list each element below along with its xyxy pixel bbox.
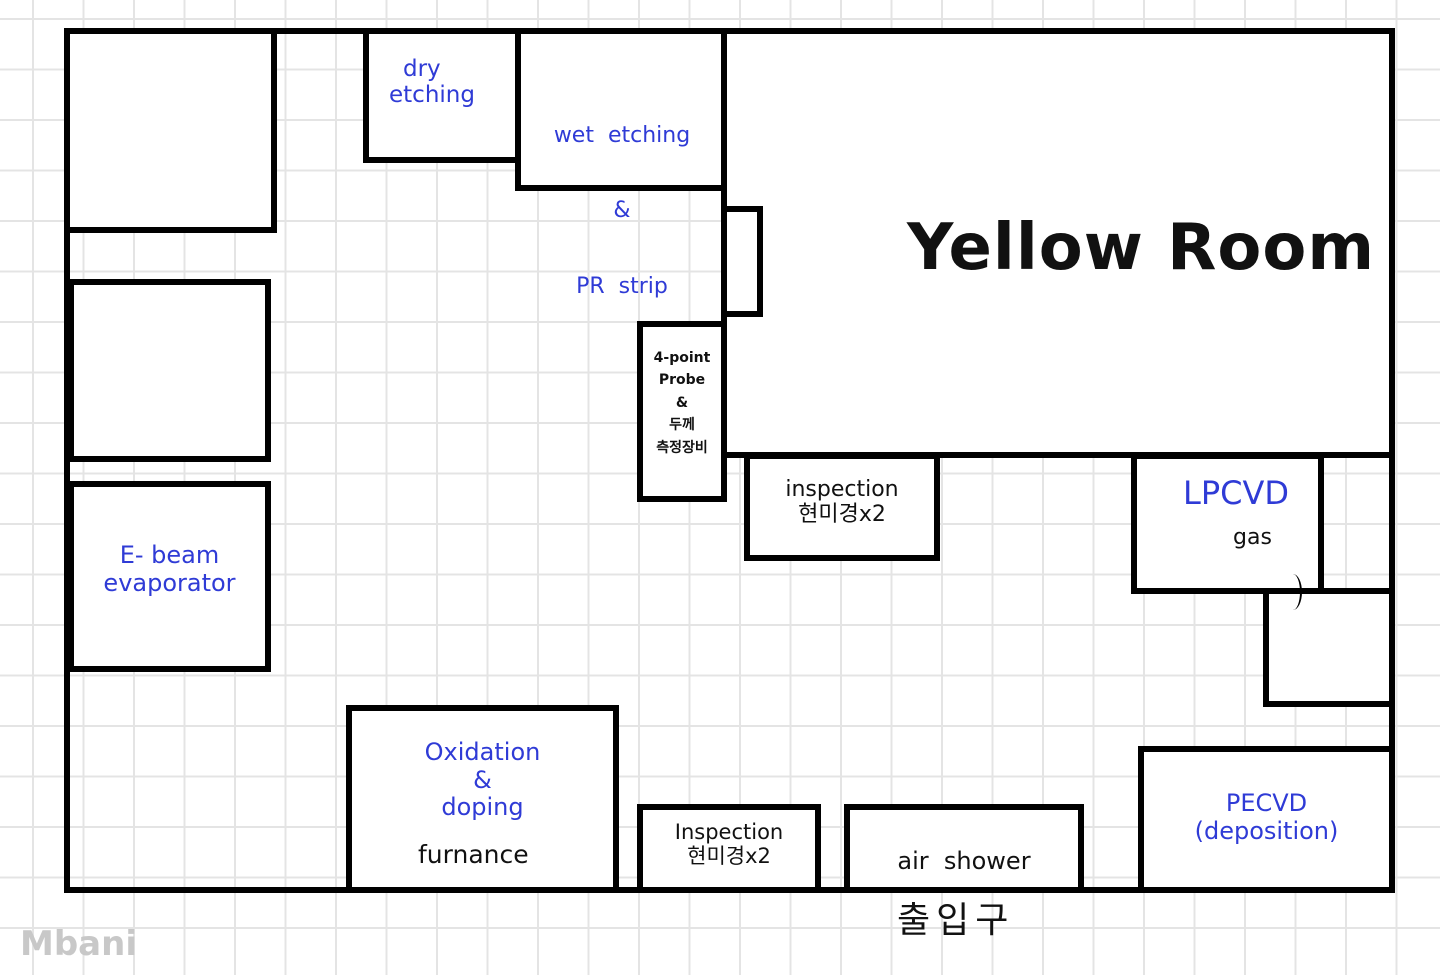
wet-etching-line-3: PR strip bbox=[576, 274, 668, 300]
room-left-middle bbox=[68, 279, 271, 462]
probe-line-4: 두께 bbox=[669, 417, 695, 434]
room-inspection-bottom: Inspection 현미경x2 bbox=[637, 804, 821, 893]
lpcvd-label: LPCVD bbox=[1183, 474, 1289, 512]
four-point-probe-label: 4-point Probe & 두께 측정장비 bbox=[643, 347, 721, 459]
entrance-label: 출입구 bbox=[897, 900, 1015, 941]
room-lpcvd: LPCVD gas bbox=[1131, 453, 1324, 594]
oxidation-line-3: doping bbox=[441, 793, 524, 822]
room-dry-etching: dry etching bbox=[363, 28, 522, 163]
oxidation-line-1: Oxidation bbox=[424, 738, 541, 766]
room-four-point-probe: 4-point Probe & 두께 측정장비 bbox=[637, 321, 727, 502]
inspection-bottom-label: Inspection 현미경x2 bbox=[643, 820, 815, 868]
ebeam-label-line-2: evaporator bbox=[103, 568, 236, 597]
inspection-bottom-line-2: 현미경x2 bbox=[687, 844, 771, 869]
ebeam-label: E- beam evaporator bbox=[74, 541, 265, 597]
room-oxidation-furnace: Oxidation & doping furnance bbox=[346, 705, 619, 893]
pecvd-line-2: (deposition) bbox=[1194, 816, 1339, 845]
watermark: Mbani bbox=[20, 924, 137, 964]
probe-line-2: Probe bbox=[658, 372, 706, 389]
room-air-shower: air shower bbox=[844, 804, 1084, 893]
dry-etching-line-2: etching bbox=[389, 82, 475, 109]
yellow-room-label: Yellow Room bbox=[907, 211, 1376, 285]
inspection-top-line-1: inspection bbox=[785, 477, 899, 502]
oxidation-label: Oxidation & doping bbox=[352, 738, 613, 822]
pecvd-line-1: PECVD bbox=[1225, 789, 1308, 817]
probe-line-3: & bbox=[675, 394, 689, 411]
room-yellow: Yellow Room bbox=[721, 28, 1395, 458]
lpcvd-gas-label: gas bbox=[1233, 525, 1272, 550]
lpcvd-gas-cabinet bbox=[1263, 588, 1395, 707]
probe-line-5: 측정장비 bbox=[656, 439, 708, 456]
room-pecvd: PECVD (deposition) bbox=[1138, 746, 1395, 893]
ebeam-label-line-1: E- beam bbox=[119, 541, 220, 569]
inspection-bottom-line-1: Inspection bbox=[674, 820, 784, 844]
pecvd-label: PECVD (deposition) bbox=[1144, 789, 1389, 845]
wet-etching-line-1: wet etching bbox=[553, 122, 691, 148]
oxidation-line-2: & bbox=[473, 765, 492, 794]
room-wet-etching: wet etching & PR strip bbox=[515, 28, 729, 299]
room-ebeam: E- beam evaporator bbox=[68, 481, 271, 672]
furnace-label: furnance bbox=[418, 840, 529, 869]
air-shower-label: air shower bbox=[897, 847, 1031, 875]
wet-etching-line-2: & bbox=[613, 198, 631, 224]
dry-etching-label: dry etching bbox=[389, 56, 475, 109]
gas-line-mark bbox=[1284, 574, 1302, 610]
wet-etching-label: wet etching & PR strip bbox=[521, 72, 723, 350]
inspection-top-label: inspection 현미경x2 bbox=[750, 477, 934, 528]
room-inspection-top: inspection 현미경x2 bbox=[744, 453, 940, 561]
probe-line-1: 4-point bbox=[653, 350, 711, 366]
inspection-top-line-2: 현미경x2 bbox=[798, 502, 886, 528]
yellow-room-door bbox=[721, 206, 763, 317]
dry-etching-line-1: dry bbox=[403, 56, 441, 82]
room-top-left bbox=[64, 28, 277, 233]
